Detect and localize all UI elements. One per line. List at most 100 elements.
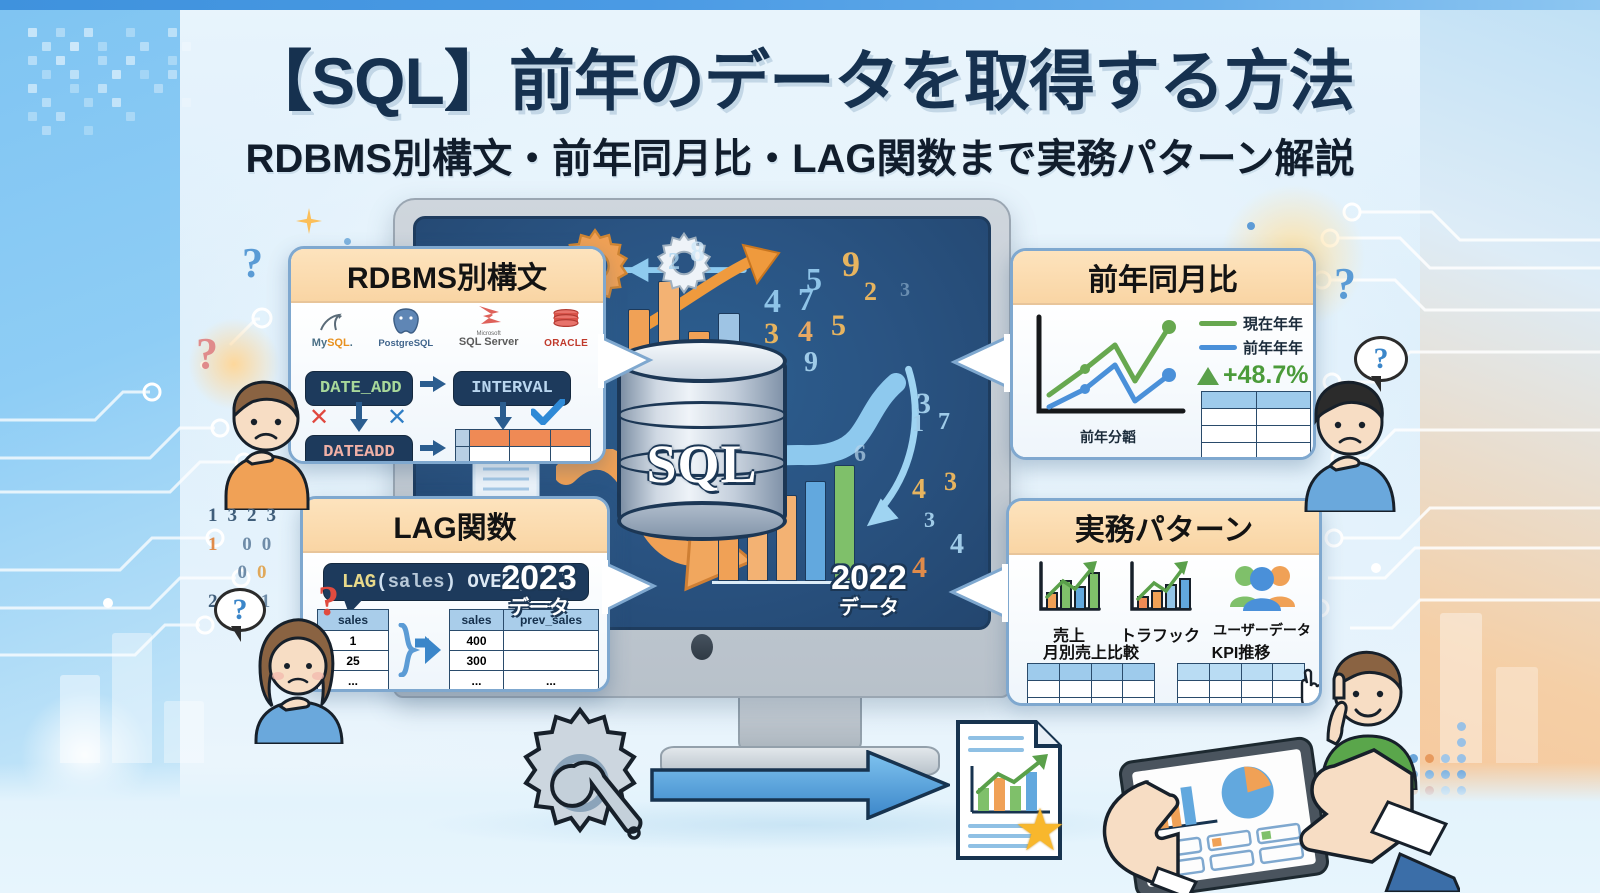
ghost-bar-4 (1440, 613, 1482, 763)
floating-number: 3 (944, 467, 957, 496)
floating-number: 9 (804, 347, 818, 378)
arrow-down-icon-2 (494, 402, 512, 430)
yoy-chart-caption: 前年分韜 (1080, 429, 1136, 445)
speech-tail-lag (602, 560, 658, 614)
floating-number: 9 (842, 244, 860, 284)
pattern-caption-monthly: 月別売上比較 (1042, 645, 1139, 662)
code-pill-date-add[interactable]: DATE_ADD (305, 371, 413, 406)
floating-number: 7 (798, 281, 814, 317)
pattern-item-traffic[interactable]: トラフック (1111, 559, 1209, 646)
floating-number: 3 (924, 507, 935, 532)
triangle-up-icon (1197, 366, 1219, 385)
logo-postgresql: PostgreSQL (378, 308, 433, 349)
pattern-label: トラフック (1119, 628, 1200, 645)
lag-output-table: sales prev_sales 400 300 ...... (449, 609, 599, 689)
blue-arrow-icon (650, 750, 950, 820)
floating-number: 7 (938, 409, 950, 435)
pattern-label: 売上 (1052, 628, 1085, 645)
floating-number: 6 (854, 441, 866, 467)
floating-number: 1 (912, 411, 924, 437)
result-table-rdbms (455, 429, 592, 461)
panel-rdbms-syntax[interactable]: RDBMS別構文 MySQL. PostgreSQL Microsoft SQL… (288, 246, 606, 464)
col-header-prev-sales: prev_sales (503, 609, 599, 631)
code-over: OVER(...) (456, 571, 571, 593)
cross-red-icon: ✕ (309, 404, 330, 431)
arrow-right-icon-2 (420, 440, 446, 456)
report-doc-icon (956, 720, 1062, 860)
sparkle-icon-left (296, 208, 322, 234)
page-subtitle: RDBMS別構文・前年同月比・LAG関数まで実務パターン解説 (245, 137, 1355, 181)
cell: 300 (449, 650, 504, 671)
brace-arrow-icon (398, 623, 441, 677)
thought-bubble-woman: ? (214, 588, 266, 642)
person-thinking-man-orange (208, 360, 318, 512)
cell: 400 (449, 630, 504, 651)
ghost-bar-2 (112, 633, 152, 763)
floating-number: 2 (864, 277, 877, 306)
monitor-power-dot (691, 634, 713, 660)
database-cylinder-icon: SQL (617, 339, 787, 541)
speech-tail-patterns (948, 564, 1008, 622)
code-pill-dateadd[interactable]: DATEADD (305, 435, 413, 461)
panel-lag-function[interactable]: LAG関数 LAG(sales) OVER(...) sales 1 25 ..… (300, 496, 610, 692)
right-hand-icon (1299, 748, 1460, 892)
code-paren1: ( (376, 571, 388, 593)
logo-sqlserver: Microsoft SQL Server (459, 304, 519, 349)
floating-number: 4 (798, 315, 813, 348)
yoy-result-table (1201, 391, 1311, 457)
year-label-2023: 2023 データ (501, 559, 577, 619)
hand-cursor-icon (1300, 668, 1319, 703)
floating-number: 8 (690, 235, 705, 268)
code-pill-lag-over[interactable]: LAG(sales) OVER(...) (323, 563, 589, 601)
dot-decoration-left (344, 238, 351, 245)
left-hand-icon (1102, 780, 1199, 893)
code-pill-interval[interactable]: INTERVAL (453, 371, 571, 406)
logo-oracle: ORACLE (544, 308, 588, 349)
database-label: SQL (646, 434, 758, 494)
panel-patterns-title: 実務パターン (1009, 501, 1319, 555)
star-icon: ★ (1014, 798, 1066, 863)
cell (503, 650, 599, 671)
floating-number: 2 (668, 249, 680, 275)
top-accent-bar (0, 0, 1600, 10)
ghost-bar-5 (1496, 667, 1538, 763)
floating-number: 4 (912, 551, 927, 584)
floating-number: 5 (806, 261, 822, 297)
year-label-2022: 2022 データ (831, 559, 907, 619)
yoy-delta-row: +48.7% (1197, 361, 1309, 390)
pattern-item-sales[interactable]: 売上 (1023, 559, 1115, 646)
ghost-bar-1 (60, 675, 100, 763)
dot-decoration-right (1247, 222, 1255, 230)
floating-number: 3 (900, 279, 910, 301)
speech-tail-yoy (950, 334, 1010, 392)
floating-number: 4 (764, 283, 781, 320)
bar-chart-up-icon (1039, 561, 1101, 611)
yoy-delta-value: +48.7% (1223, 361, 1309, 389)
floating-number: 4 (950, 529, 964, 560)
pattern-item-userdata[interactable]: ユーザーデータ (1205, 561, 1319, 640)
question-mark-blue-top: ? (242, 241, 263, 287)
person-thinking-man-blue (1290, 362, 1408, 514)
legend-label: 現在年年 (1243, 316, 1304, 333)
panel-practical-patterns[interactable]: 実務パターン 売上 (1006, 498, 1322, 706)
panel-yoy-title: 前年同月比 (1013, 251, 1313, 305)
check-blue-icon (531, 399, 565, 425)
cell: ... (449, 670, 504, 689)
floating-number: 4 (912, 474, 926, 505)
gear-icon-white (652, 231, 716, 295)
panel-rdbms-title: RDBMS別構文 (291, 249, 603, 303)
arrow-right-icon-1 (420, 376, 446, 392)
users-icon (1230, 566, 1295, 611)
bar-chart-up-icon-2 (1130, 561, 1192, 611)
gear-wrench-icon (523, 706, 643, 840)
logo-mysql: MySQL. (312, 313, 353, 349)
cell (503, 630, 599, 651)
person-thinking-woman-blue (240, 608, 358, 746)
question-mark-red: ? (318, 579, 339, 625)
code-fn: LAG (341, 571, 377, 593)
cell: 1 (317, 630, 389, 651)
floating-number: 3 (764, 317, 779, 350)
cell: ... (503, 670, 599, 689)
legend-label: 前年年年 (1243, 340, 1304, 357)
panel-year-over-year[interactable]: 前年同月比 前年分韜 現在年年 前年年年 +48.7% (1010, 248, 1316, 460)
